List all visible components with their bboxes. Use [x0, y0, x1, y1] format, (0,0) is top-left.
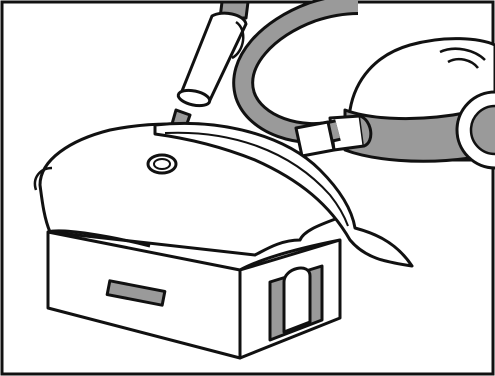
bag-opening-icon — [148, 155, 176, 173]
vacuum-cleaner-icon — [330, 39, 495, 168]
box-handle-cutout — [284, 268, 310, 332]
filter-bag-box-icon — [35, 123, 412, 358]
